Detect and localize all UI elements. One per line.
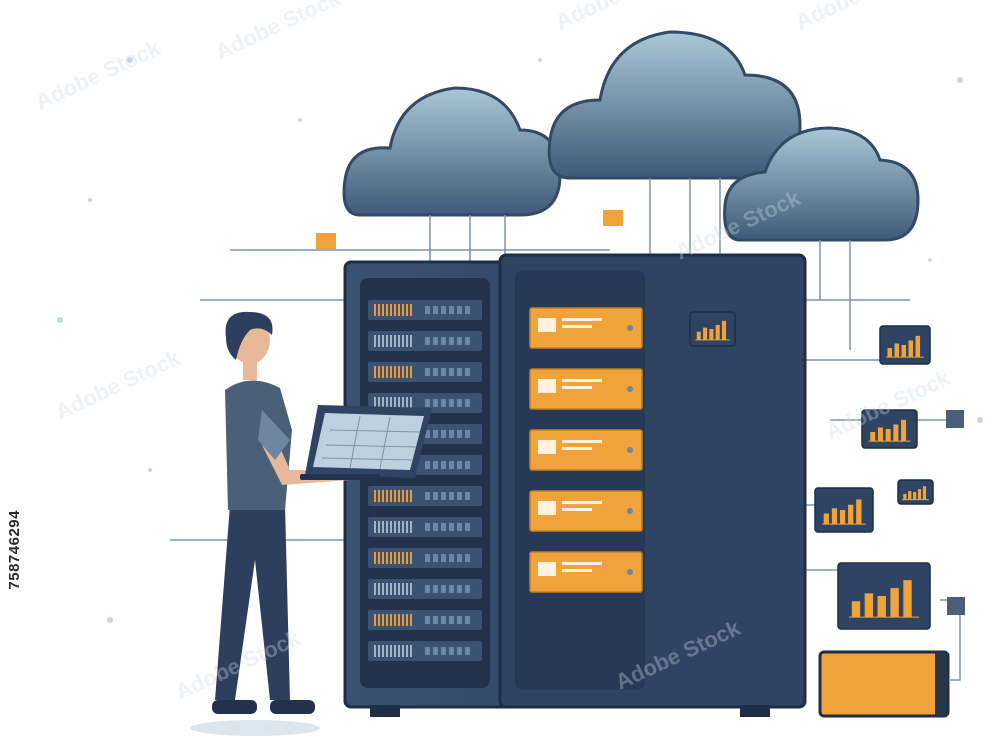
drive-slot xyxy=(368,517,482,537)
laptop xyxy=(300,405,432,480)
bar-chart-icon xyxy=(879,325,931,365)
bar-chart-icon xyxy=(861,409,918,449)
drive-slot xyxy=(368,362,482,382)
bar-chart-icon xyxy=(897,479,934,505)
watermark-text: Adobe Stock xyxy=(52,345,185,425)
cloud-icon xyxy=(547,30,802,180)
bar-chart-icon xyxy=(837,562,931,630)
server-module xyxy=(529,307,643,349)
bar-chart-icon xyxy=(814,487,874,533)
server-module xyxy=(529,368,643,410)
storage-box xyxy=(818,650,950,718)
drive-slot xyxy=(368,641,482,661)
watermark-text: Adobe Stock xyxy=(552,0,685,35)
drive-slot xyxy=(368,331,482,351)
server-module xyxy=(529,551,643,593)
drive-slot xyxy=(368,300,482,320)
cloud-icon xyxy=(723,126,920,242)
network-node xyxy=(947,597,965,615)
drive-slot xyxy=(368,486,482,506)
cloud-icon xyxy=(342,86,562,217)
stock-image-id: 758746294 xyxy=(6,510,23,590)
chart-panels xyxy=(689,311,965,630)
network-node xyxy=(946,410,964,428)
drive-slot xyxy=(368,548,482,568)
server-modules xyxy=(529,307,643,593)
server-module xyxy=(529,429,643,471)
watermark-text: Adobe Stock xyxy=(792,0,925,35)
bar-chart-icon xyxy=(689,311,736,347)
background-dots xyxy=(57,57,983,623)
drive-slot xyxy=(368,610,482,630)
network-node xyxy=(316,210,623,249)
person-figure xyxy=(190,311,350,736)
drive-slot xyxy=(368,579,482,599)
watermark-text: Adobe Stock xyxy=(32,35,165,115)
server-module xyxy=(529,490,643,532)
watermark-text: Adobe Stock xyxy=(212,0,345,65)
